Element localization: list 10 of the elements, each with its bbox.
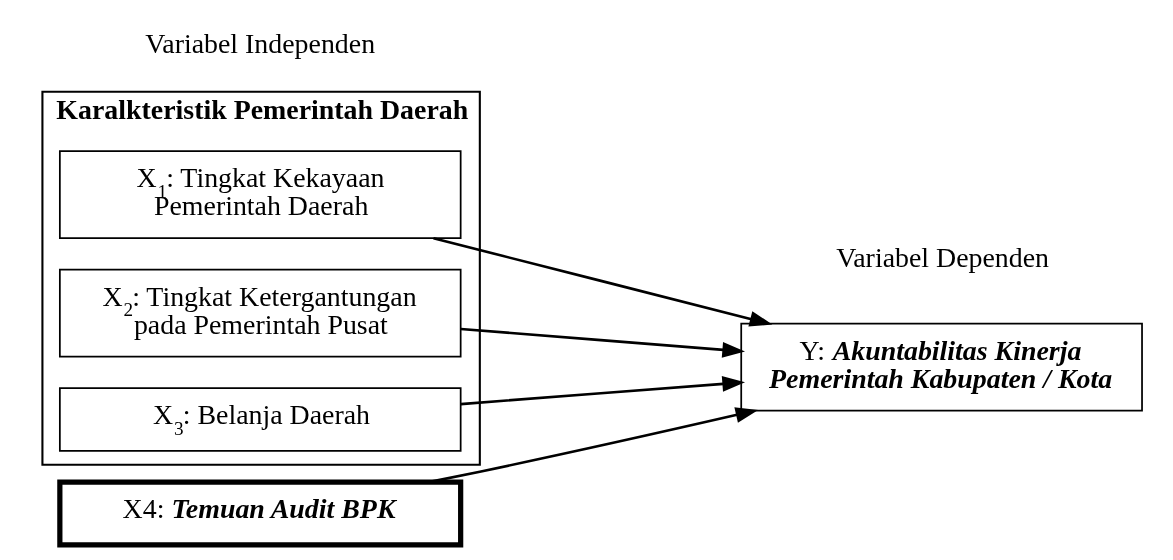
label: Variabel Dependen <box>835 242 1049 274</box>
node-box: Y: Akuntabilitas Kinerja Pemerintah Kabupaten / Kota <box>739 322 1143 412</box>
arrow <box>460 376 745 406</box>
arrow <box>432 237 772 327</box>
node-box: X$_{2}$: Tingkat Ketergantungan pada Pemerintah Pusat <box>58 268 462 358</box>
arrow <box>427 407 758 484</box>
node-box: X4: Temuan Audit BPK <box>56 479 463 548</box>
arrow <box>460 327 745 358</box>
node-box: X$_{3}$: Belanja Daerah <box>58 387 462 452</box>
label: Variabel Independen <box>144 28 375 60</box>
